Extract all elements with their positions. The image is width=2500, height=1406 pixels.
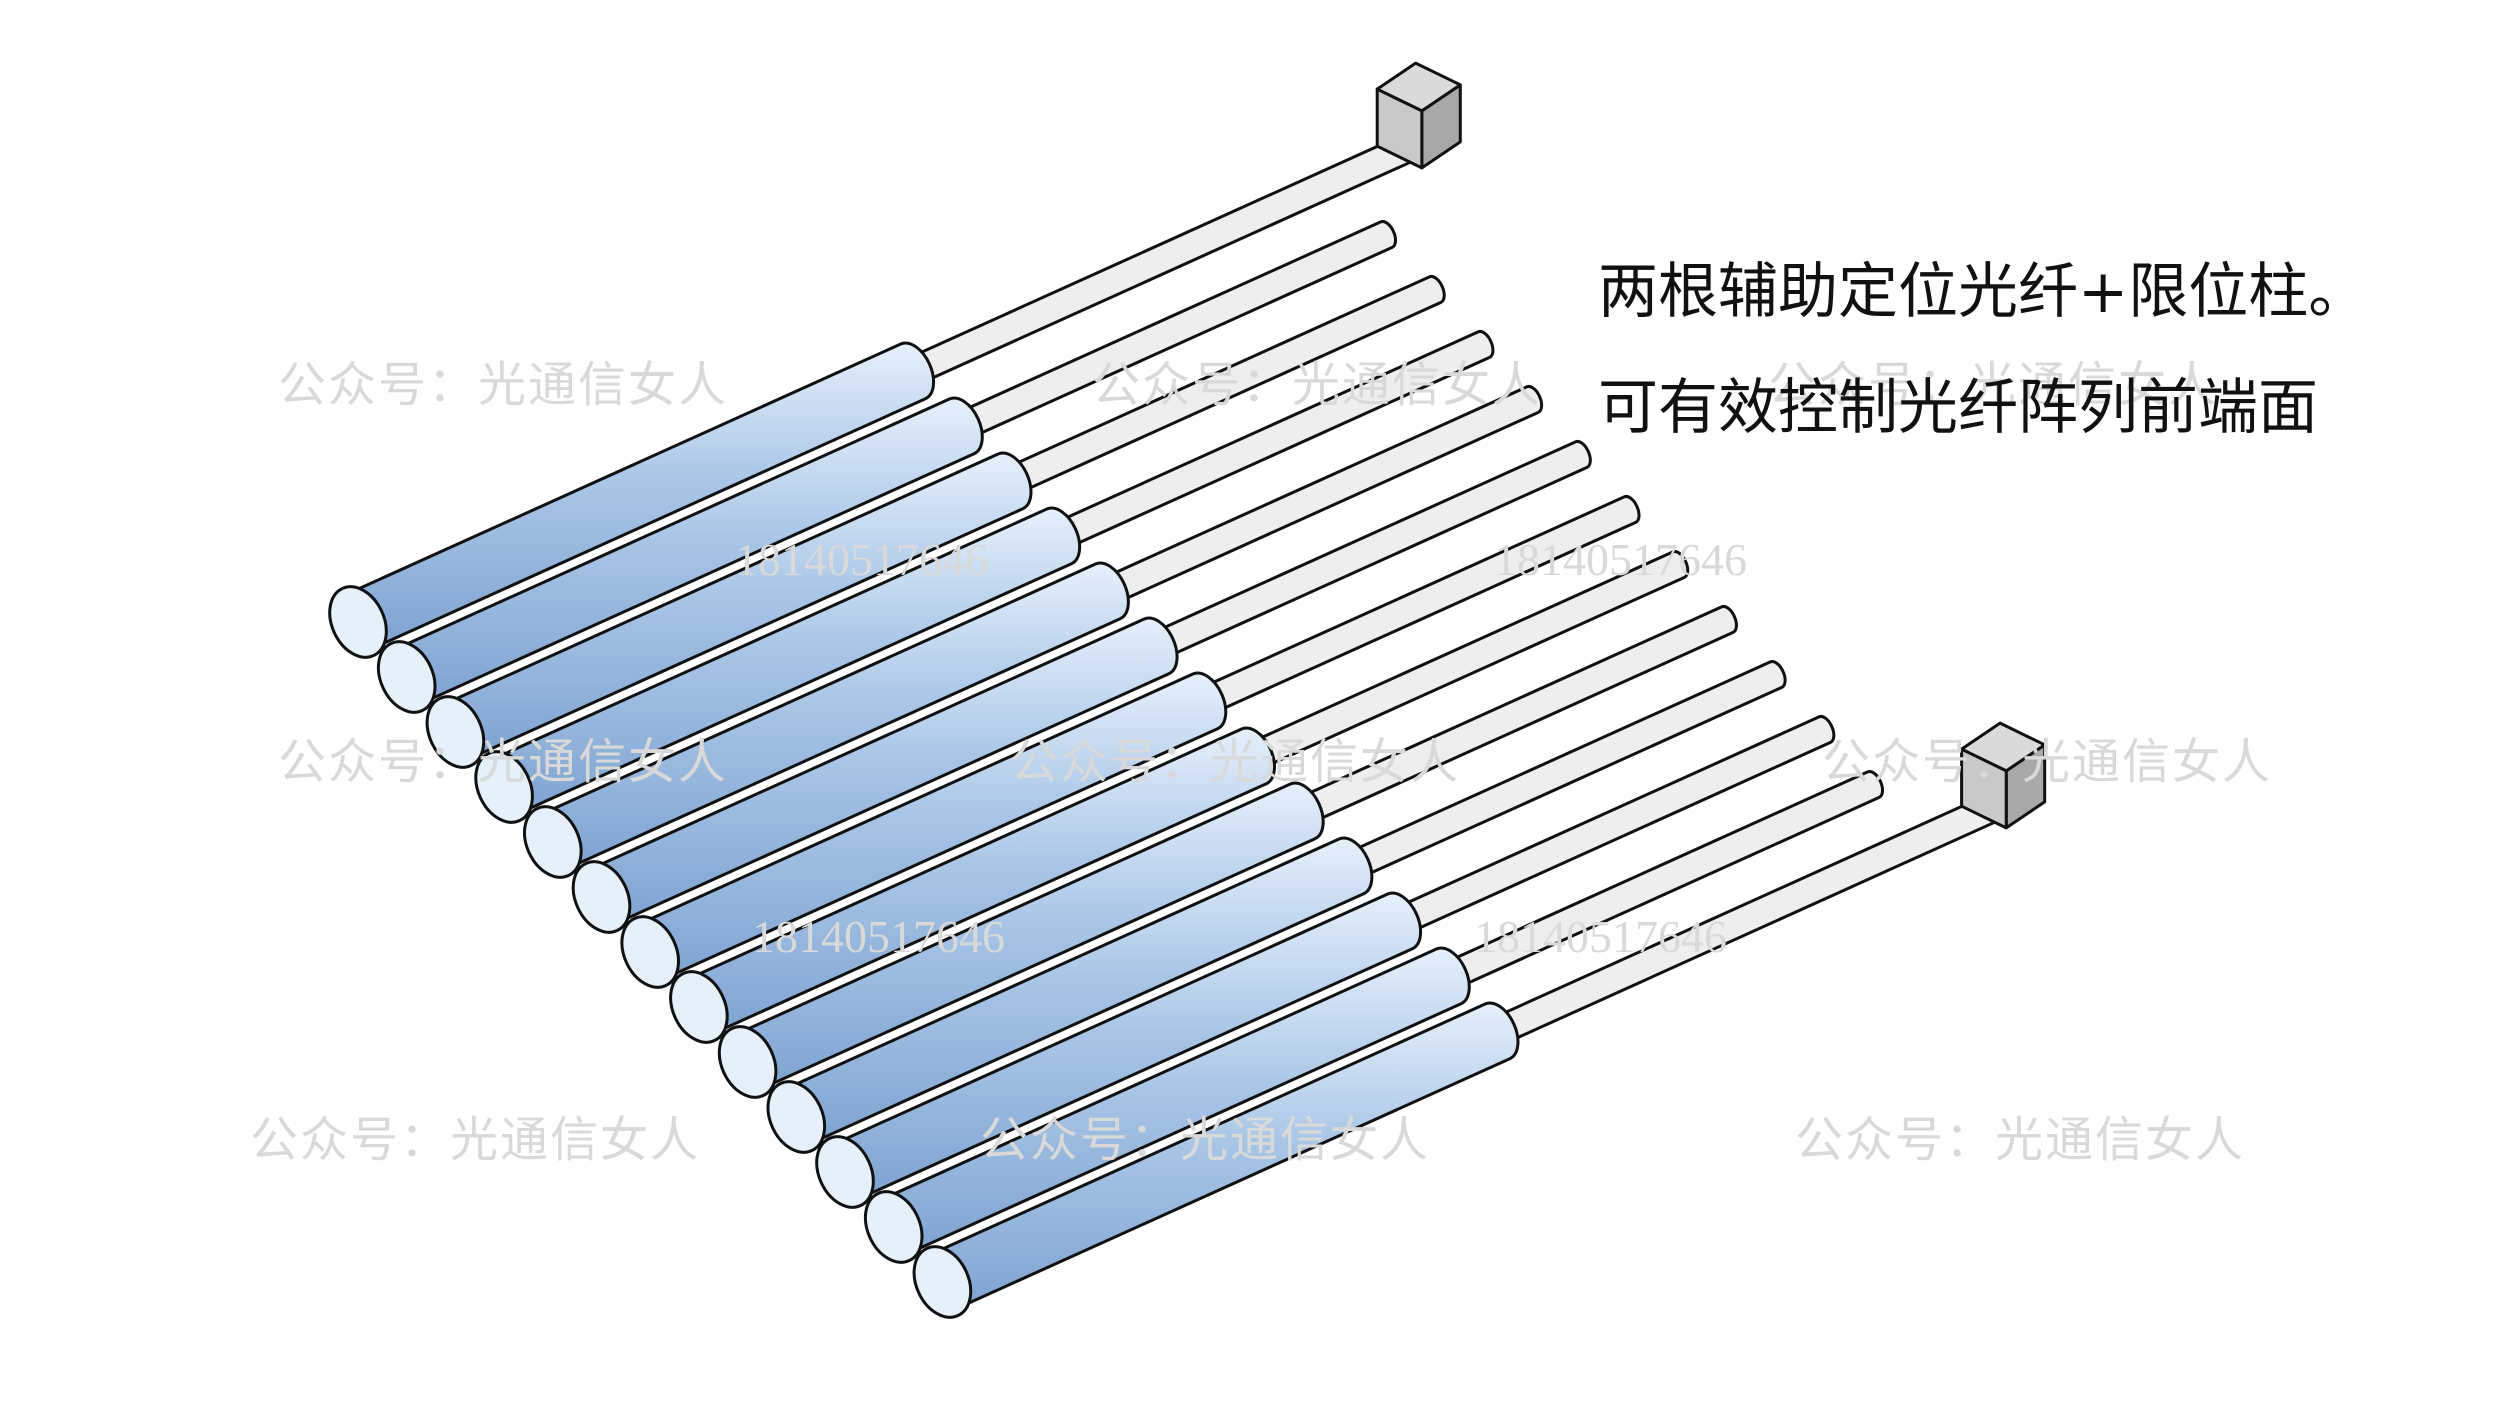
guide-fiber bbox=[912, 794, 2001, 1319]
ferrule-body bbox=[635, 671, 1228, 982]
ferrule-end-face bbox=[620, 915, 680, 989]
array-fiber bbox=[669, 550, 1690, 1044]
bare-fiber bbox=[1002, 275, 1446, 497]
guide-fiber bbox=[328, 134, 1416, 659]
ferrule-end-face bbox=[717, 1025, 778, 1099]
ferrule-end-face bbox=[766, 1080, 827, 1154]
ferrule-body bbox=[343, 341, 936, 652]
caption-line-1: 两根辅助定位光纤+限位柱。 bbox=[1598, 257, 2369, 327]
bare-fiber bbox=[1100, 385, 1544, 607]
stop-post bbox=[1960, 721, 2047, 830]
ferrule-end-face bbox=[912, 1245, 973, 1319]
array-fiber bbox=[376, 220, 1397, 714]
bare-fiber bbox=[1148, 440, 1592, 662]
array-fiber bbox=[717, 605, 1738, 1099]
ferrule-body bbox=[733, 781, 1325, 1092]
ferrule-body bbox=[587, 616, 1179, 927]
array-fiber bbox=[571, 440, 1592, 934]
ferrule-end-face bbox=[328, 585, 388, 659]
bare-fiber bbox=[953, 220, 1397, 442]
ferrule-body bbox=[441, 451, 1033, 762]
array-fiber bbox=[815, 715, 1836, 1209]
ferrule-body bbox=[879, 946, 1471, 1257]
ferrule-body bbox=[538, 561, 1130, 872]
bare-fiber bbox=[1392, 715, 1836, 937]
ferrule-end-face bbox=[815, 1135, 875, 1209]
bare-fiber bbox=[1246, 550, 1690, 772]
bare-fiber bbox=[1440, 770, 1884, 992]
bare-fiber bbox=[1343, 660, 1787, 882]
array-fiber bbox=[620, 495, 1641, 989]
ferrule-end-face bbox=[571, 860, 632, 934]
array-fiber bbox=[863, 770, 1884, 1264]
ferrule-end-face bbox=[523, 805, 583, 879]
ferrule-body bbox=[830, 891, 1422, 1202]
fiber-array bbox=[328, 61, 2047, 1319]
array-fiber bbox=[425, 275, 1446, 769]
stop-post-front bbox=[1960, 747, 2008, 830]
ferrule-body bbox=[489, 506, 1082, 817]
ferrule-end-face bbox=[669, 970, 729, 1044]
ferrule-body bbox=[781, 836, 1374, 1147]
ferrule-body bbox=[928, 1001, 1520, 1312]
stop-post bbox=[1375, 61, 1462, 170]
ferrule-body bbox=[392, 396, 984, 707]
stop-post-front bbox=[1375, 87, 1424, 170]
array-fiber bbox=[523, 385, 1544, 879]
ferrule-end-face bbox=[425, 695, 486, 769]
array-fiber bbox=[474, 330, 1495, 824]
bare-fiber bbox=[1294, 605, 1738, 827]
ferrule-body bbox=[684, 726, 1276, 1037]
ferrule-end-face bbox=[474, 750, 534, 824]
ferrule-end-face bbox=[863, 1190, 924, 1264]
ferrule-end-face bbox=[376, 640, 437, 714]
array-fiber bbox=[766, 660, 1787, 1154]
bare-fiber bbox=[1197, 495, 1641, 717]
bare-fiber bbox=[1051, 330, 1495, 552]
caption-line-2: 可有效控制光纤阵列前端面 bbox=[1598, 373, 2318, 443]
